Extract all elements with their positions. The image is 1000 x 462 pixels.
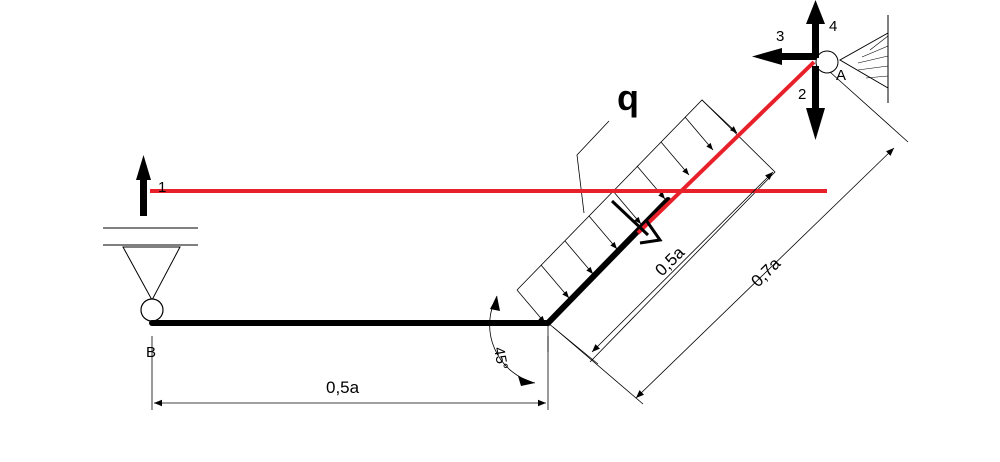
svg-text:2: 2 — [798, 86, 806, 103]
force-2: 2 — [798, 66, 825, 140]
angle-label: 45° — [490, 346, 511, 371]
force-3: 3 — [752, 28, 816, 65]
svg-text:4: 4 — [829, 18, 837, 35]
force-4: 4 — [806, 0, 837, 58]
svg-text:3: 3 — [776, 28, 784, 45]
support-b-label: B — [146, 344, 156, 361]
force-1: 1 — [136, 155, 166, 216]
highlight-members — [150, 60, 827, 235]
svg-text:1: 1 — [158, 179, 166, 196]
support-b — [103, 227, 198, 322]
support-a-label: A — [836, 67, 846, 84]
dim-bottom: 0,5a — [151, 336, 549, 410]
angle-mark: 45° — [489, 295, 549, 386]
dim-outer: 0,7a — [552, 71, 909, 405]
dim-bottom-label: 0,5a — [326, 378, 360, 397]
dim-inner-label: 0,5a — [651, 243, 688, 280]
support-a — [815, 15, 889, 103]
load-label: q — [617, 77, 639, 118]
